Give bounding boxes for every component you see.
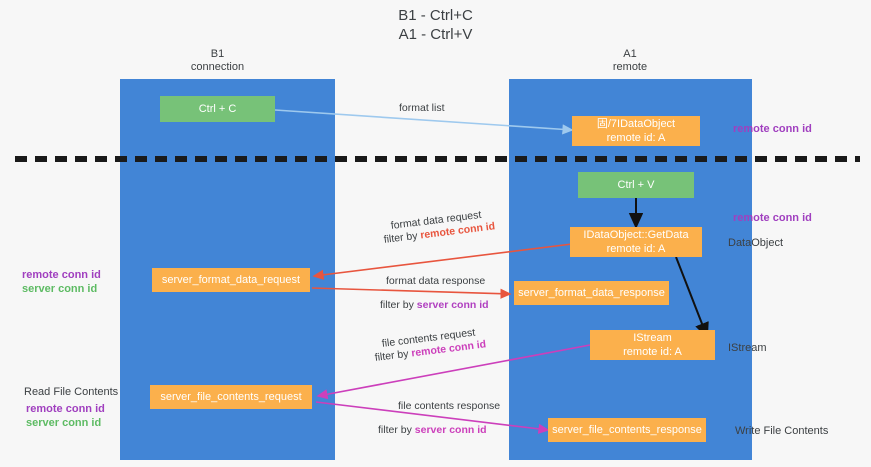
column-header-a1: A1 remote	[612, 48, 648, 73]
edge-label-format-list: format list	[399, 102, 445, 114]
node-server-format-data-response[interactable]: server_format_data_response	[514, 281, 669, 305]
node-server-format-data-request[interactable]: server_format_data_request	[152, 268, 310, 292]
node-ctrl-c[interactable]: Ctrl + C	[160, 96, 275, 122]
column-header-b1: B1 connection	[190, 48, 245, 73]
note-dataobject: DataObject	[728, 237, 784, 249]
node-ctrl-v[interactable]: Ctrl + V	[578, 172, 694, 198]
edge-label-file-contents-response: file contents response	[398, 400, 501, 412]
edge-label-format-data-response: format data response	[386, 275, 486, 287]
phase-divider	[15, 156, 860, 162]
note-remote-conn-id-mid: remote conn id	[733, 212, 812, 224]
filter-value-4: server conn id	[414, 424, 487, 436]
note-read-file-contents: Read File Contents	[24, 386, 119, 398]
node-istream[interactable]: IStream remote id: A	[590, 330, 715, 360]
filter-prefix-4: filter by	[378, 424, 415, 436]
note-left-remote-conn-id-2: remote conn id	[26, 403, 105, 415]
note-left-server-conn-id: server conn id	[22, 283, 98, 295]
note-istream: IStream	[728, 342, 767, 354]
edge-filter-file-contents-response: filter by server conn id	[378, 423, 487, 437]
node-server-file-contents-request[interactable]: server_file_contents_request	[150, 385, 312, 409]
note-left-server-conn-id-2: server conn id	[26, 417, 102, 429]
edge-filter-format-data-response: filter by server conn id	[380, 298, 489, 312]
note-left-remote-conn-id: remote conn id	[22, 269, 101, 281]
node-server-file-contents-response[interactable]: server_file_contents_response	[548, 418, 706, 442]
note-remote-conn-id-top: remote conn id	[733, 123, 812, 135]
filter-prefix-2: filter by	[380, 299, 417, 311]
node-idataobject[interactable]: 固/7IDataObject remote id: A	[572, 116, 700, 146]
filter-prefix-3: filter by	[374, 347, 413, 364]
filter-value-2: server conn id	[416, 299, 489, 311]
filter-prefix-1: filter by	[383, 229, 422, 246]
diagram-title: B1 - Ctrl+C A1 - Ctrl+V	[398, 7, 473, 43]
note-write-file-contents: Write File Contents	[735, 425, 829, 437]
node-idataobject-getdata[interactable]: IDataObject::GetData remote id: A	[570, 227, 702, 257]
